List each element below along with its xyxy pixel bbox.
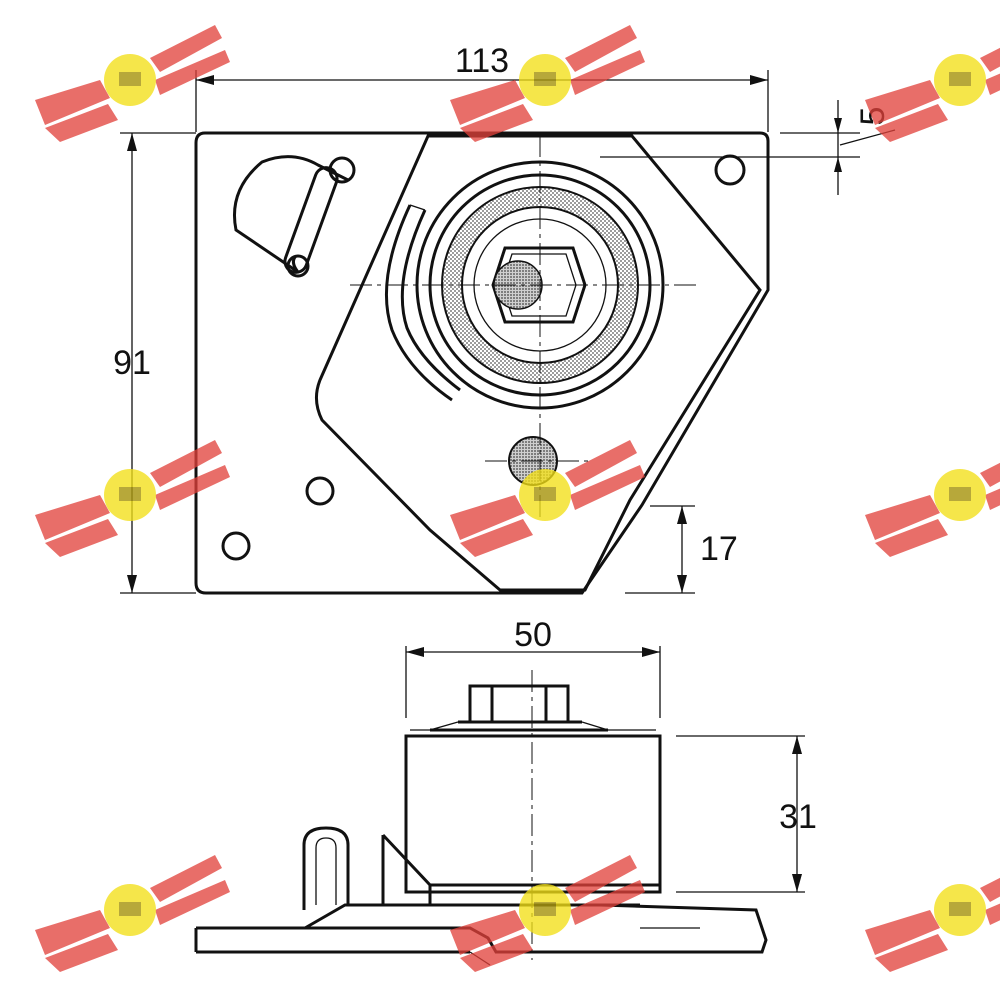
dim-height-label: 91: [113, 344, 151, 382]
center-lines: [350, 135, 700, 520]
mounting-plate: [194, 131, 770, 595]
dim-width: 113: [195, 42, 769, 132]
hex-nut: [491, 246, 587, 324]
tensioner-arm: [315, 134, 762, 592]
dim-width-label: 113: [455, 42, 509, 80]
side-hex-nut: [468, 684, 570, 724]
watermark-layer: [35, 25, 1000, 972]
bolt-hole-top-right: [714, 154, 746, 186]
side-stud: [302, 826, 350, 910]
dim-pulley-height: 31: [676, 735, 817, 893]
bolt-hole-left: [305, 476, 335, 506]
dim-pulley-width: 50: [405, 616, 661, 718]
dim-pivot-label: 17: [700, 530, 738, 568]
adjuster-boss: [233, 155, 356, 278]
dim-pivot: 17: [625, 505, 738, 594]
top-view: 113 91 5 17: [113, 42, 896, 595]
bolt-hole-bottom-left: [221, 531, 251, 561]
dim-pulley-height-label: 31: [779, 798, 817, 836]
dim-pulley-width-label: 50: [514, 616, 552, 654]
spring-guide: [384, 204, 453, 402]
dim-height: 91: [113, 132, 196, 594]
dim-offset: 5: [600, 100, 896, 195]
